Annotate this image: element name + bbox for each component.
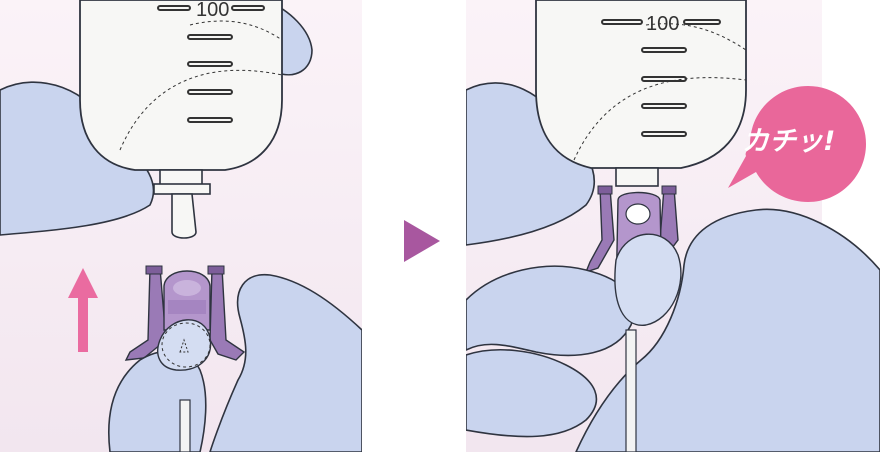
scale-label: 100 xyxy=(196,0,229,21)
step-panel-before: 100 xyxy=(0,0,362,452)
click-sound-text: カチッ! xyxy=(742,126,835,157)
step-panel-after: 100 カチッ! xyxy=(466,0,880,452)
tube xyxy=(626,330,636,452)
spike-tip xyxy=(172,194,196,238)
bottle-port xyxy=(616,168,658,186)
play-triangle-icon xyxy=(400,216,444,266)
tube xyxy=(180,400,190,452)
scale-label: 100 xyxy=(646,13,679,35)
